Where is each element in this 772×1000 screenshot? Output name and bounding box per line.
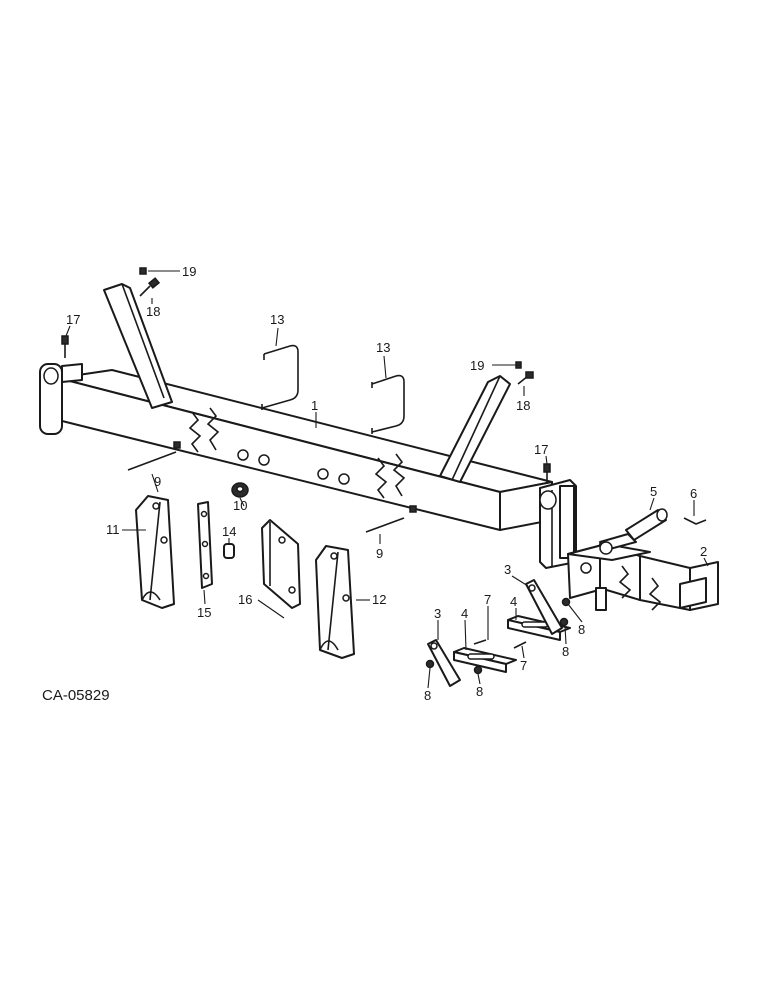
nuts-8 [425, 597, 571, 675]
callout-label: 8 [562, 644, 569, 659]
callout-label: 3 [504, 562, 511, 577]
link-3-left [427, 639, 461, 687]
callout-label: 18 [146, 304, 160, 319]
callout-label: 11 [106, 522, 120, 537]
callout-label: 9 [154, 474, 161, 489]
callout-label: 8 [578, 622, 585, 637]
callout-label: 13 [270, 312, 284, 327]
bracket-12 [315, 545, 355, 659]
slotted-plate-4-left [453, 647, 517, 673]
callout-label: 8 [476, 684, 483, 699]
callout-label: 10 [233, 498, 247, 513]
pin-9-right [365, 505, 417, 533]
u-bolt-left [261, 344, 299, 410]
pin-7-right [513, 641, 527, 649]
plate-15 [197, 501, 213, 589]
callout-label: 7 [484, 592, 491, 607]
pin-7-left [473, 639, 487, 645]
hitch-pin-5 [625, 508, 668, 541]
grease-fitting-17-left [61, 335, 69, 358]
left-end-tube [39, 363, 83, 435]
callout-label: 19 [182, 264, 196, 279]
callout-label: 14 [222, 524, 236, 539]
callout-label: 4 [461, 606, 468, 621]
callout-label: 2 [700, 544, 707, 559]
callout-label: 4 [510, 594, 517, 609]
bracket-11 [135, 495, 175, 609]
callout-label: 6 [690, 486, 697, 501]
plate-16 [261, 519, 301, 609]
link-3-right [525, 579, 563, 635]
u-bolt-right [371, 374, 405, 434]
bolt-18-left [139, 267, 161, 297]
clip-6 [683, 517, 707, 525]
callout-label: 7 [520, 658, 527, 673]
callout-label: 17 [534, 442, 548, 457]
callout-label: 8 [424, 688, 431, 703]
callout-label: 18 [516, 398, 530, 413]
callout-label: 5 [650, 484, 657, 499]
left-upright [103, 283, 173, 409]
leader-lines [65, 270, 709, 689]
bushing-10 [231, 482, 249, 498]
callout-label: 12 [372, 592, 386, 607]
drawing-code: CA-05829 [42, 687, 110, 704]
callout-label: 16 [238, 592, 252, 607]
right-upright [439, 375, 511, 483]
callout-label: 1 [311, 398, 318, 413]
main-beam [57, 369, 553, 531]
pin-9-left [127, 441, 181, 471]
callout-labels: 1 2 3 3 4 4 5 6 7 7 8 8 8 8 9 9 10 11 12… [66, 264, 707, 703]
callout-label: 9 [376, 546, 383, 561]
spacer-14 [223, 543, 235, 559]
hitch-tube [567, 533, 719, 611]
callout-label: 13 [376, 340, 390, 355]
callout-label: 15 [197, 605, 211, 620]
callout-label: 17 [66, 312, 80, 327]
callout-label: 19 [470, 358, 484, 373]
callout-label: 3 [434, 606, 441, 621]
